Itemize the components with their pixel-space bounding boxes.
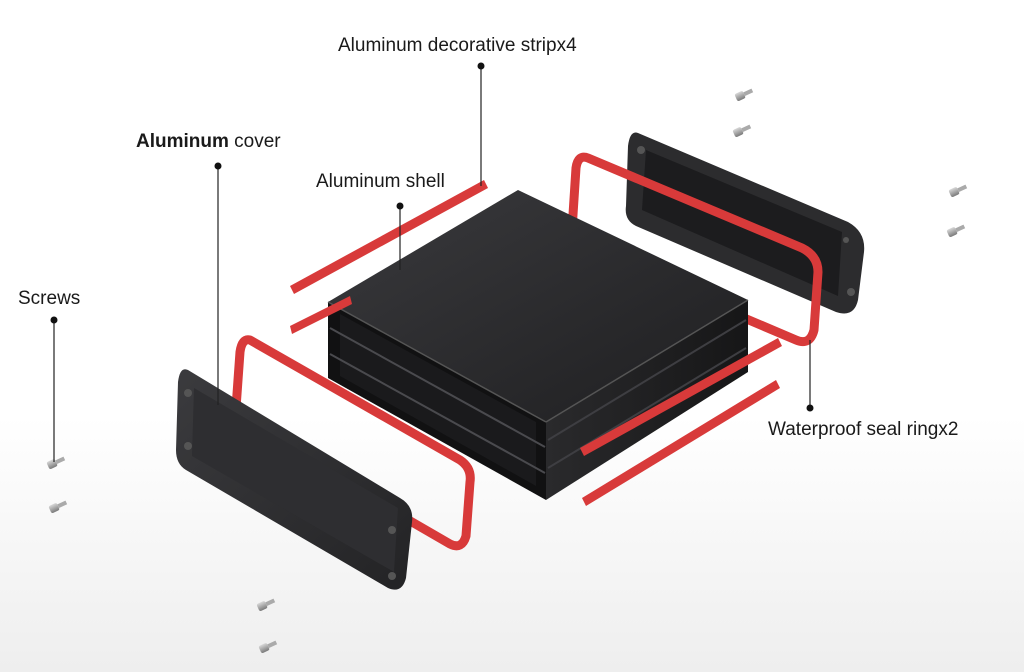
screw-icon (48, 500, 68, 513)
label-aluminum-shell: Aluminum shell (316, 171, 445, 192)
screw-icon (734, 88, 754, 101)
label-decorative-strip: Aluminum decorative stripx4 (338, 35, 577, 56)
label-seal-ring: Waterproof seal ringx2 (768, 419, 959, 440)
decorative-strip (582, 380, 780, 506)
screw-icon (948, 184, 968, 197)
screw-hole-icon (637, 146, 645, 154)
back-seal-ring (567, 152, 823, 347)
screw-icon (732, 124, 752, 137)
screw-icon (46, 456, 66, 469)
leader-screws (50, 316, 58, 462)
screw-hole-icon (388, 526, 396, 534)
decorative-strip (290, 296, 352, 334)
leader-seal (806, 340, 814, 412)
screw-hole-icon (388, 572, 396, 580)
screw-hole-icon (184, 389, 192, 397)
label-screws: Screws (18, 288, 81, 309)
screw-hole-icon (847, 288, 855, 296)
label-cover-bold: Aluminum (136, 131, 229, 152)
decorative-strip (580, 338, 782, 456)
front-end-cover (176, 369, 413, 590)
screw-icon (258, 640, 278, 653)
aluminum-shell-body (327, 190, 749, 500)
leader-strip (477, 62, 485, 186)
label-cover-rest: cover (228, 131, 281, 152)
label-aluminum-cover: Aluminum cover (136, 132, 281, 151)
screw-hole-icon (184, 442, 192, 450)
front-seal-ring (231, 335, 475, 551)
screw-icon (946, 224, 966, 237)
screw-icon (256, 598, 276, 611)
leader-shell (396, 202, 404, 270)
decorative-strip (290, 180, 488, 294)
leader-cover (214, 162, 222, 405)
